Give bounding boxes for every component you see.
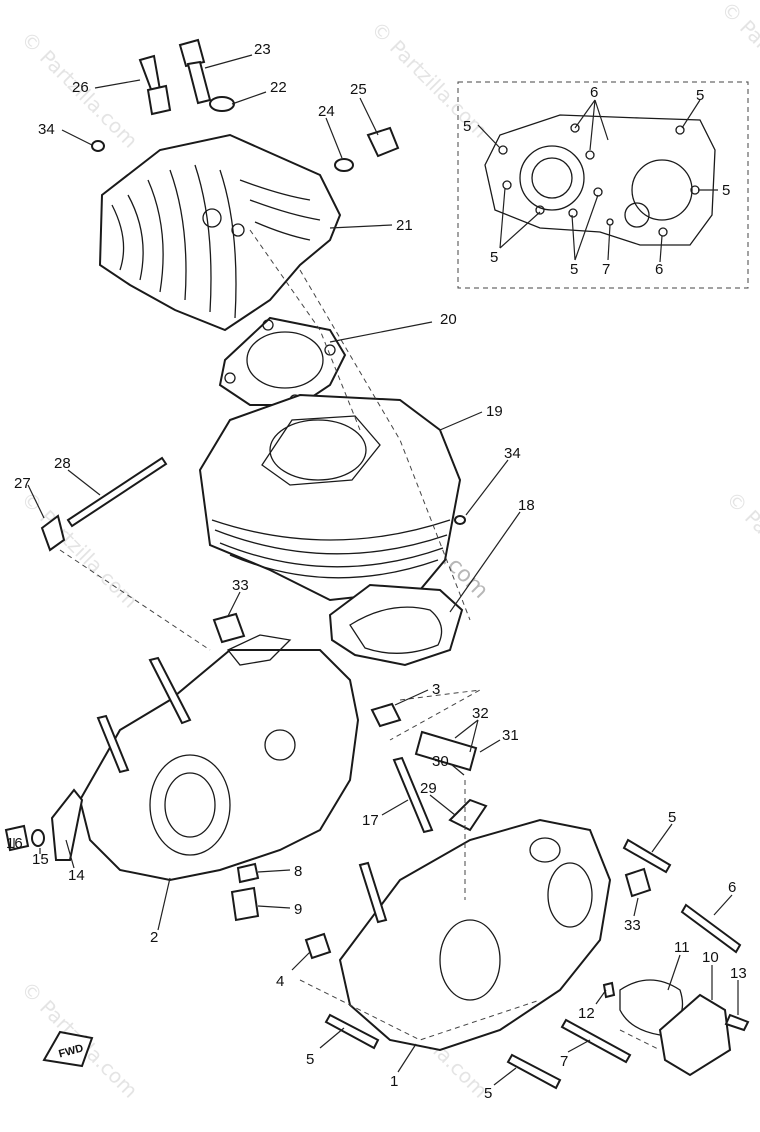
inset-callout: 5	[490, 249, 498, 266]
callout-6: 6	[728, 879, 736, 896]
watermark-text: © Partzilla.com	[16, 487, 142, 613]
callout-16: 16	[6, 835, 23, 852]
callout-21: 21	[396, 217, 413, 234]
base-gasket	[328, 583, 464, 667]
callout-19: 19	[486, 403, 503, 420]
callout-20: 20	[440, 311, 457, 328]
callout-25: 25	[350, 81, 367, 98]
right-crankcase	[304, 730, 750, 1090]
callout-5-bottom: 5	[484, 1085, 492, 1102]
watermark-text: © Partzilla.com	[716, 0, 760, 123]
inset-callout: 7	[602, 261, 610, 278]
callout-27: 27	[14, 475, 31, 492]
left-crankcase	[78, 612, 402, 922]
callout-18: 18	[518, 497, 535, 514]
leader-lines	[13, 54, 739, 1086]
callout-2: 2	[150, 929, 158, 946]
watermark-text: © Partzilla.com	[366, 17, 492, 143]
callout-31: 31	[502, 727, 519, 744]
callout-8: 8	[294, 863, 302, 880]
callout-10: 10	[702, 949, 719, 966]
inset-callout: 5	[722, 182, 730, 199]
callout-13: 13	[730, 965, 747, 982]
head-fasteners	[91, 38, 400, 172]
callout-33: 33	[232, 577, 249, 594]
callout-11: 11	[674, 939, 690, 956]
callout-4: 4	[276, 973, 284, 990]
inset-callout: 6	[590, 84, 598, 101]
callout-33-right: 33	[624, 917, 641, 934]
inset-callout: 5	[463, 118, 471, 135]
callout-3: 3	[432, 681, 440, 698]
callout-29: 29	[420, 780, 437, 797]
left-small-parts	[4, 788, 84, 861]
callout-labels: 23 26 22 34 24 25 21 20 19 28 27 34 18 3…	[6, 41, 747, 1102]
callout-23: 23	[254, 41, 271, 58]
callout-34: 34	[38, 121, 55, 138]
callout-1: 1	[390, 1073, 398, 1090]
inset-crankcase-view: 6 5 5 5 5 5 7 6	[457, 81, 749, 289]
cylinder	[198, 393, 466, 602]
callout-14: 14	[68, 867, 85, 884]
breather-pipe	[40, 456, 168, 552]
callout-17: 17	[362, 812, 379, 829]
callout-34-lower: 34	[504, 445, 521, 462]
callout-5-right: 5	[668, 809, 676, 826]
callout-9: 9	[294, 901, 302, 918]
callout-24: 24	[318, 103, 335, 120]
inset-callout: 5	[570, 261, 578, 278]
inset-callout: 5	[696, 87, 704, 104]
callout-26: 26	[72, 79, 89, 96]
callout-15: 15	[32, 851, 49, 868]
head-gasket	[218, 316, 347, 406]
callout-32: 32	[472, 705, 489, 722]
cylinder-head	[98, 133, 342, 332]
callout-30: 30	[432, 753, 449, 770]
callout-7: 7	[560, 1053, 568, 1070]
callout-12: 12	[578, 1005, 595, 1022]
fwd-arrow: FWD	[42, 1030, 94, 1068]
watermark-text: © Partzilla.com	[721, 487, 760, 613]
callout-28: 28	[54, 455, 71, 472]
inset-callout: 6	[655, 261, 663, 278]
assembly-lines	[59, 229, 661, 1051]
callout-5-left: 5	[306, 1051, 314, 1068]
callout-22: 22	[270, 79, 287, 96]
